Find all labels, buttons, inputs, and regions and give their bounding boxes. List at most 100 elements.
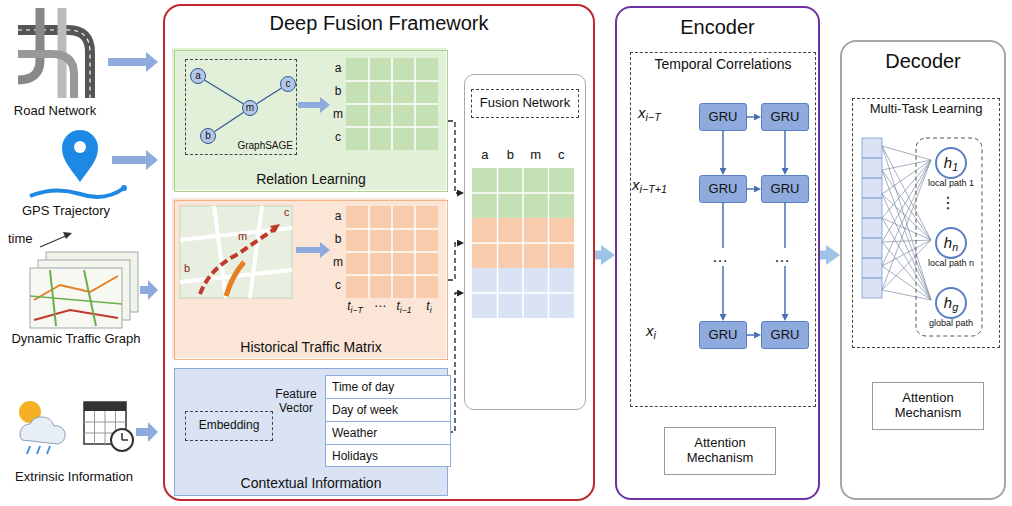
fusion-box: Fusion Network <box>464 74 586 410</box>
node-text: GRU <box>709 110 738 125</box>
input-arrow <box>136 422 158 442</box>
input-arrow <box>108 52 158 72</box>
row-label: m <box>333 256 343 270</box>
matrix-grid <box>862 217 882 219</box>
task-label: local path n <box>928 258 974 268</box>
box-fill <box>172 48 446 190</box>
matrix-grid <box>346 58 438 150</box>
road-network-icon <box>18 8 90 98</box>
framework-panel: amcbGraphSAGERelation LearningHistorical… <box>163 4 595 501</box>
matrix-grid <box>346 206 438 298</box>
text-subscript: i−T+1 <box>640 183 668 195</box>
ellipsis: … <box>772 248 792 266</box>
graph-box: amcbGraphSAGE <box>185 59 297 155</box>
column-label: c <box>558 148 565 163</box>
output-vector <box>882 290 931 300</box>
matrix-grid <box>346 103 438 105</box>
input-step: xi <box>646 322 656 339</box>
box-fill <box>172 48 446 358</box>
trajectory-map <box>180 206 292 298</box>
weather-icon <box>20 417 65 444</box>
input-arrow <box>298 97 330 113</box>
matrix-grid <box>346 274 438 276</box>
node-text: GRU <box>709 328 738 343</box>
output-vector <box>882 146 931 300</box>
output-vector <box>882 242 931 300</box>
text-subscript: 1 <box>952 162 958 174</box>
text-base: h <box>944 154 952 171</box>
road-network-icon <box>18 30 90 98</box>
row-label: m <box>333 108 343 122</box>
node-text: Deep Fusion Framework <box>270 12 489 35</box>
embedding-box: Embedding <box>185 411 273 441</box>
row-label: b <box>335 85 342 99</box>
gru-cell: GRU <box>699 321 747 349</box>
node-text: Holidays <box>326 445 450 467</box>
connector <box>215 112 244 131</box>
weather-icon <box>19 401 65 454</box>
module-box: Historical Traffic Matrix <box>174 200 448 360</box>
connector <box>820 251 826 260</box>
row-label: c <box>335 131 341 145</box>
gru-cell: GRU <box>699 175 747 203</box>
task-label: global path <box>929 318 973 328</box>
time-label: ti−T <box>347 300 363 314</box>
task-head: hnlocal path n <box>935 227 967 259</box>
output-vector <box>882 170 931 240</box>
task-head: hgglobal path <box>935 287 967 319</box>
gps-pin-icon <box>74 141 86 153</box>
feature-table: Time of dayDay of weekWeatherHolidays <box>325 375 451 467</box>
multitask-box: h1local path 1hnlocal path nhgglobal pat… <box>852 98 1000 348</box>
box-fill <box>172 198 446 358</box>
matrix-grid <box>346 126 438 128</box>
text-subscript: i <box>430 305 432 315</box>
connector <box>257 88 281 103</box>
trajectory-map <box>180 206 292 298</box>
output-vector <box>882 160 931 266</box>
calendar-clock-icon <box>122 433 128 440</box>
input-step: xi−T <box>638 104 661 121</box>
text-subscript: i−T <box>351 305 363 315</box>
input-label: Extrinsic Information <box>15 470 133 485</box>
calendar-clock-icon <box>111 429 133 451</box>
text-subscript: g <box>952 302 958 314</box>
input-label: Road Network <box>14 104 96 119</box>
trajectory-map <box>226 262 244 296</box>
output-vector <box>882 194 931 300</box>
node-text: GRU <box>771 182 800 197</box>
node-text: Encoder <box>680 16 755 39</box>
node-text: Attention Mechanism <box>668 436 772 466</box>
node-text: GRU <box>771 328 800 343</box>
connector <box>448 243 457 280</box>
node-text: Attention Mechanism <box>876 391 980 421</box>
node-text: a <box>195 70 201 82</box>
node-text: b <box>205 130 211 142</box>
node-text: Relation Learning <box>256 171 366 187</box>
road-network-icon <box>18 54 74 98</box>
node-text: GRU <box>771 110 800 125</box>
traffic-graph-tiles <box>84 270 96 326</box>
node-text: Decoder <box>885 50 961 73</box>
text-base: h <box>944 294 952 311</box>
connector <box>205 80 243 104</box>
node-text: hn <box>944 234 958 251</box>
text-base: h <box>944 234 952 251</box>
graph-node: m <box>242 100 258 116</box>
task-group-outline <box>916 138 982 336</box>
output-vector <box>882 146 931 240</box>
time-label: ⋯ <box>374 300 386 314</box>
matrix-grid <box>472 268 574 318</box>
node-text: Day of week <box>326 399 450 422</box>
node-text: Weather <box>326 422 450 445</box>
input-label: Dynamic Traffic Graph <box>11 332 140 347</box>
graph-node: a <box>190 68 206 84</box>
task-label: local path 1 <box>928 178 974 188</box>
row-label: c <box>335 279 341 293</box>
calendar-clock-icon <box>84 402 133 451</box>
gps-pin-icon <box>62 130 98 182</box>
weather-icon <box>27 446 50 454</box>
output-vector <box>882 266 931 300</box>
map-label: c <box>284 206 290 219</box>
